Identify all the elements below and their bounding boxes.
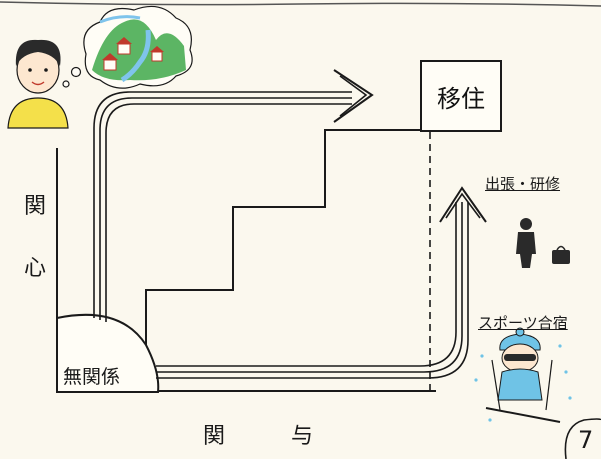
skier-icon (474, 327, 572, 423)
goal-label: 移住 (437, 84, 485, 113)
sports-camp-label: スポーツ合宿 (478, 314, 568, 332)
goal-box (420, 60, 502, 132)
start-hill (56, 313, 160, 393)
page-number-circle (564, 418, 601, 459)
start-label: 無関係 (63, 366, 121, 388)
upper-arrow (93, 69, 374, 322)
vertical-axis-label-1: 関 (24, 194, 47, 219)
staircase (145, 129, 424, 392)
page-number: 7 (578, 426, 594, 454)
person-icon (7, 39, 69, 129)
horizontal-axis-label-2: 与 (291, 424, 314, 449)
vertical-axis-label-2: 心 (24, 256, 47, 281)
lower-arrow (156, 186, 487, 379)
landscape-icon (92, 15, 186, 83)
briefcase-icon (552, 245, 570, 264)
business-trip-label: 出張・研修 (485, 175, 561, 193)
horizontal-axis-label-1: 関 (203, 424, 226, 449)
business-person-icon (516, 218, 536, 268)
